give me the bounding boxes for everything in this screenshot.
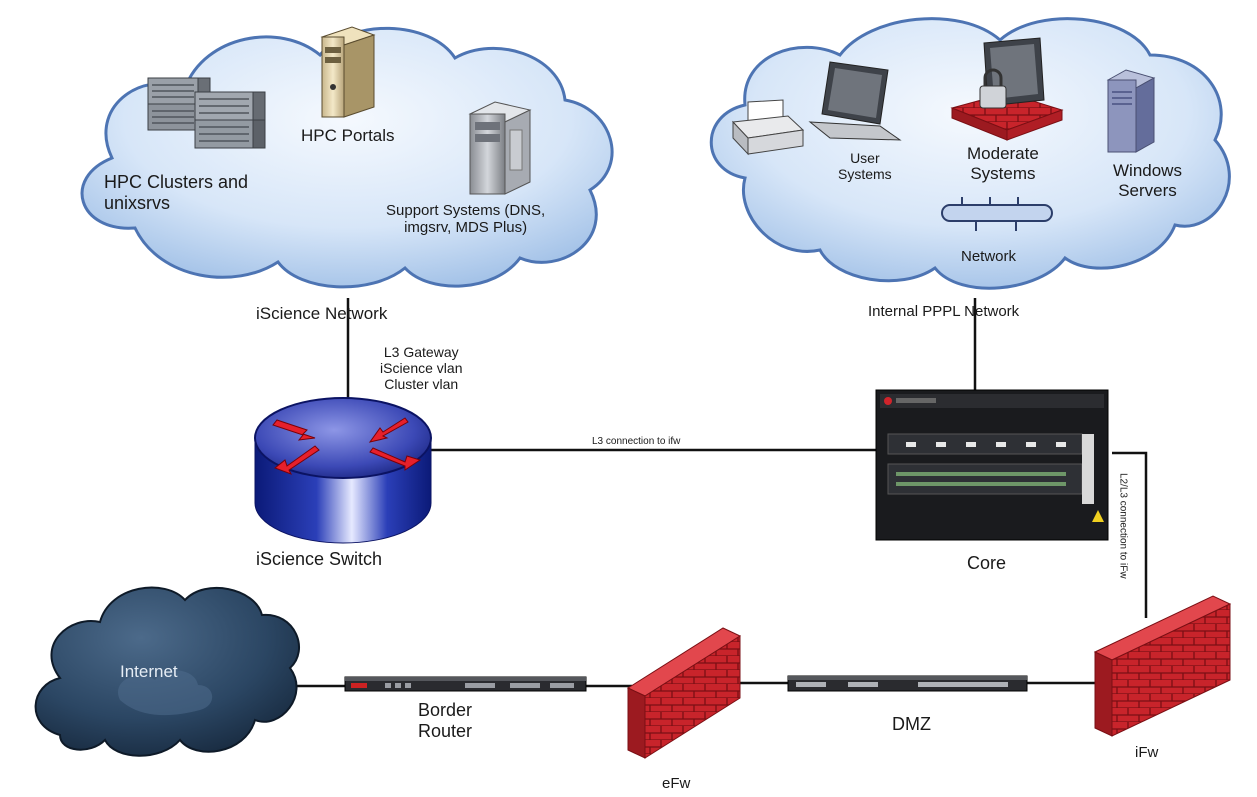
core-label: Core [967, 553, 1007, 573]
support-systems-line1: Support Systems (DNS, [386, 202, 546, 219]
laptop-icon [808, 61, 902, 141]
switch-note-cluster-vlan: Cluster vlan [384, 376, 459, 393]
network-hub-icon [941, 197, 1053, 231]
switch-note-l3-gateway: L3 Gateway [383, 344, 459, 360]
link-core-to-ifw [1112, 451, 1148, 618]
moderate-systems-label: Moderate Systems [967, 144, 1039, 183]
support-systems-line2: imgsrv, MDS Plus) [404, 219, 528, 237]
hpc-portals-label: HPC Portals [301, 126, 395, 145]
user-systems-line2: Systems [838, 166, 892, 183]
moderate-systems-icon [950, 37, 1064, 141]
border-router-label: Border Router [418, 700, 472, 741]
user-systems-label: User Systems [838, 150, 892, 182]
internet-cloud [34, 586, 300, 757]
hpc-clusters-line2: unixsrvs [104, 192, 171, 213]
efw-firewall-icon [626, 627, 742, 759]
support-systems-label: Support Systems (DNS, imgsrv, MDS Plus) [386, 202, 545, 237]
internal-pppl-network-label: Internal PPPL Network [868, 303, 1020, 320]
user-systems-line1: User [850, 150, 880, 166]
iscience-switch-icon [254, 397, 432, 544]
switch-notes-label: L3 Gateway iScience vlan Cluster vlan [380, 344, 463, 392]
l2l3-connection-label: L2/L3 connection to iFw [1117, 472, 1129, 579]
core-switch-chassis-icon [875, 389, 1109, 541]
iscience-switch-label: iScience Switch [256, 549, 383, 569]
moderate-systems-line2: Systems [970, 163, 1036, 183]
windows-servers-line1: Windows [1113, 161, 1182, 180]
ifw-firewall-icon [1093, 595, 1232, 737]
hpc-clusters-label: HPC Clusters and unixsrvs [104, 172, 248, 213]
dmz-switch-icon [787, 675, 1028, 692]
l3-connection-label: L3 connection to ifw [592, 436, 681, 447]
iscience-network-label: iScience Network [256, 304, 388, 323]
hpc-cluster-servers-icon [147, 77, 266, 149]
border-router-line1: Border [418, 700, 473, 720]
windows-servers-label: Windows Servers [1113, 161, 1182, 200]
support-systems-server-icon [468, 101, 532, 195]
moderate-systems-line1: Moderate [967, 144, 1039, 163]
border-router-line2: Router [418, 720, 473, 741]
windows-server-icon [1106, 69, 1156, 153]
internet-label: Internet [120, 662, 178, 681]
hpc-clusters-line1: HPC Clusters and [104, 172, 249, 192]
printer-icon [731, 99, 805, 156]
ifw-label: iFw [1135, 744, 1159, 761]
efw-label: eFw [662, 775, 691, 792]
hpc-portal-tower-icon [320, 26, 376, 118]
switch-note-iscience-vlan: iScience vlan [380, 360, 463, 377]
dmz-label: DMZ [892, 714, 931, 734]
network-label: Network [961, 248, 1017, 265]
link-lines [290, 298, 1148, 688]
border-router-icon [344, 676, 587, 692]
windows-servers-line2: Servers [1118, 180, 1177, 200]
